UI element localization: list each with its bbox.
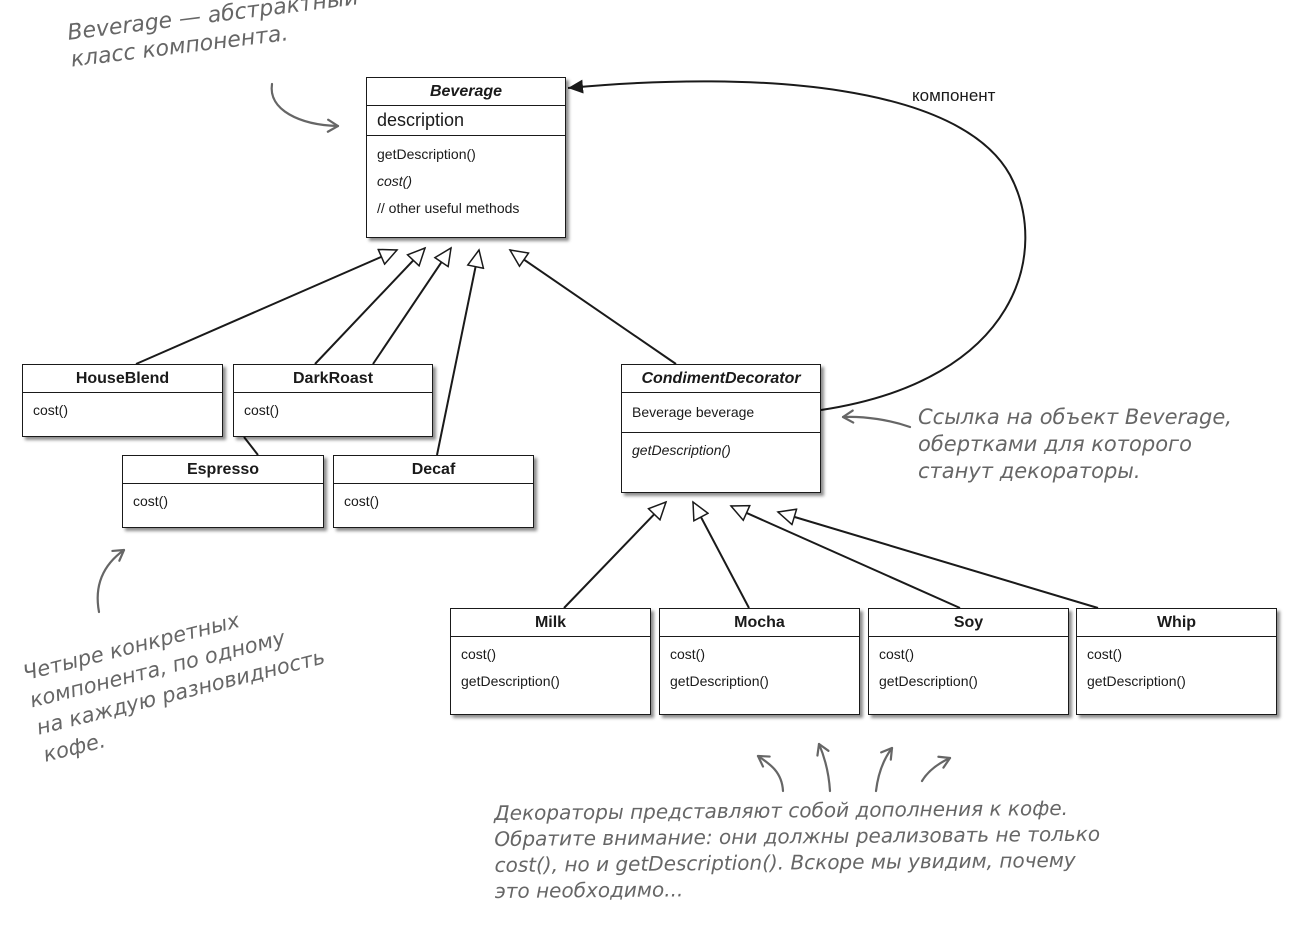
- class-name: CondimentDecorator: [622, 365, 820, 393]
- annotation-arrow-soy: [874, 746, 894, 793]
- component-association-curve: [567, 79, 1027, 411]
- method: cost(): [1087, 646, 1122, 662]
- inherit-decorator-line: [510, 250, 677, 365]
- annotation-arrow-whip: [920, 755, 952, 783]
- inherit-darkroast-line-b: [372, 248, 451, 365]
- method: // other useful methods: [377, 200, 520, 216]
- annotation-arrow-beverage: [270, 82, 340, 133]
- method: cost(): [879, 646, 914, 662]
- method: getDescription(): [377, 146, 476, 162]
- method: cost(): [377, 173, 412, 189]
- class-name: Decaf: [334, 456, 533, 484]
- inherit-whip-line: [778, 512, 1099, 609]
- class-houseblend: HouseBlend cost(): [22, 364, 223, 437]
- inherit-mocha-line: [692, 502, 750, 609]
- annotation-arrow-milk: [756, 754, 785, 793]
- class-milk: Milk cost() getDescription(): [450, 608, 651, 715]
- attribute: Beverage beverage: [632, 404, 755, 420]
- method: cost(): [344, 493, 379, 509]
- method: getDescription(): [632, 442, 731, 458]
- class-name: HouseBlend: [23, 365, 222, 393]
- espresso-connector-line: [243, 436, 259, 456]
- inherit-decaf-line: [436, 250, 479, 456]
- inherit-soy-line: [731, 506, 961, 609]
- class-soy: Soy cost() getDescription(): [868, 608, 1069, 715]
- class-beverage: Beverage description getDescription() co…: [366, 77, 566, 238]
- annotation-arrow-reference: [841, 409, 912, 429]
- method: getDescription(): [879, 673, 978, 689]
- class-mocha: Mocha cost() getDescription(): [659, 608, 860, 715]
- association-label: компонент: [912, 86, 996, 105]
- attribute: description: [377, 110, 465, 130]
- class-name: Milk: [451, 609, 650, 637]
- inherit-houseblend-line: [135, 250, 397, 365]
- class-name: DarkRoast: [234, 365, 432, 393]
- class-name: Mocha: [660, 609, 859, 637]
- method: cost(): [461, 646, 496, 662]
- class-name: Beverage: [367, 78, 565, 106]
- method: getDescription(): [461, 673, 560, 689]
- class-darkroast: DarkRoast cost(): [233, 364, 433, 437]
- inherit-milk-line: [563, 502, 666, 609]
- annotation-arrow-mocha: [816, 742, 832, 793]
- method: getDescription(): [1087, 673, 1186, 689]
- class-name: Soy: [869, 609, 1068, 637]
- class-name: Whip: [1077, 609, 1276, 637]
- method: cost(): [670, 646, 705, 662]
- class-espresso: Espresso cost(): [122, 455, 324, 528]
- class-condimentdecorator: CondimentDecorator Beverage beverage get…: [621, 364, 821, 493]
- class-whip: Whip cost() getDescription(): [1076, 608, 1277, 715]
- annotation-decorators: Декораторы представляют собой дополнения…: [494, 795, 1101, 903]
- method: cost(): [33, 402, 68, 418]
- class-decaf: Decaf cost(): [333, 455, 534, 528]
- annotation-reference: Ссылка на объект Beverage, обертками для…: [918, 405, 1232, 483]
- inherit-darkroast-line-a: [314, 248, 425, 365]
- method: cost(): [133, 493, 168, 509]
- class-name: Espresso: [123, 456, 323, 484]
- method: cost(): [244, 402, 279, 418]
- annotation-arrow-concrete: [96, 548, 126, 614]
- method: getDescription(): [670, 673, 769, 689]
